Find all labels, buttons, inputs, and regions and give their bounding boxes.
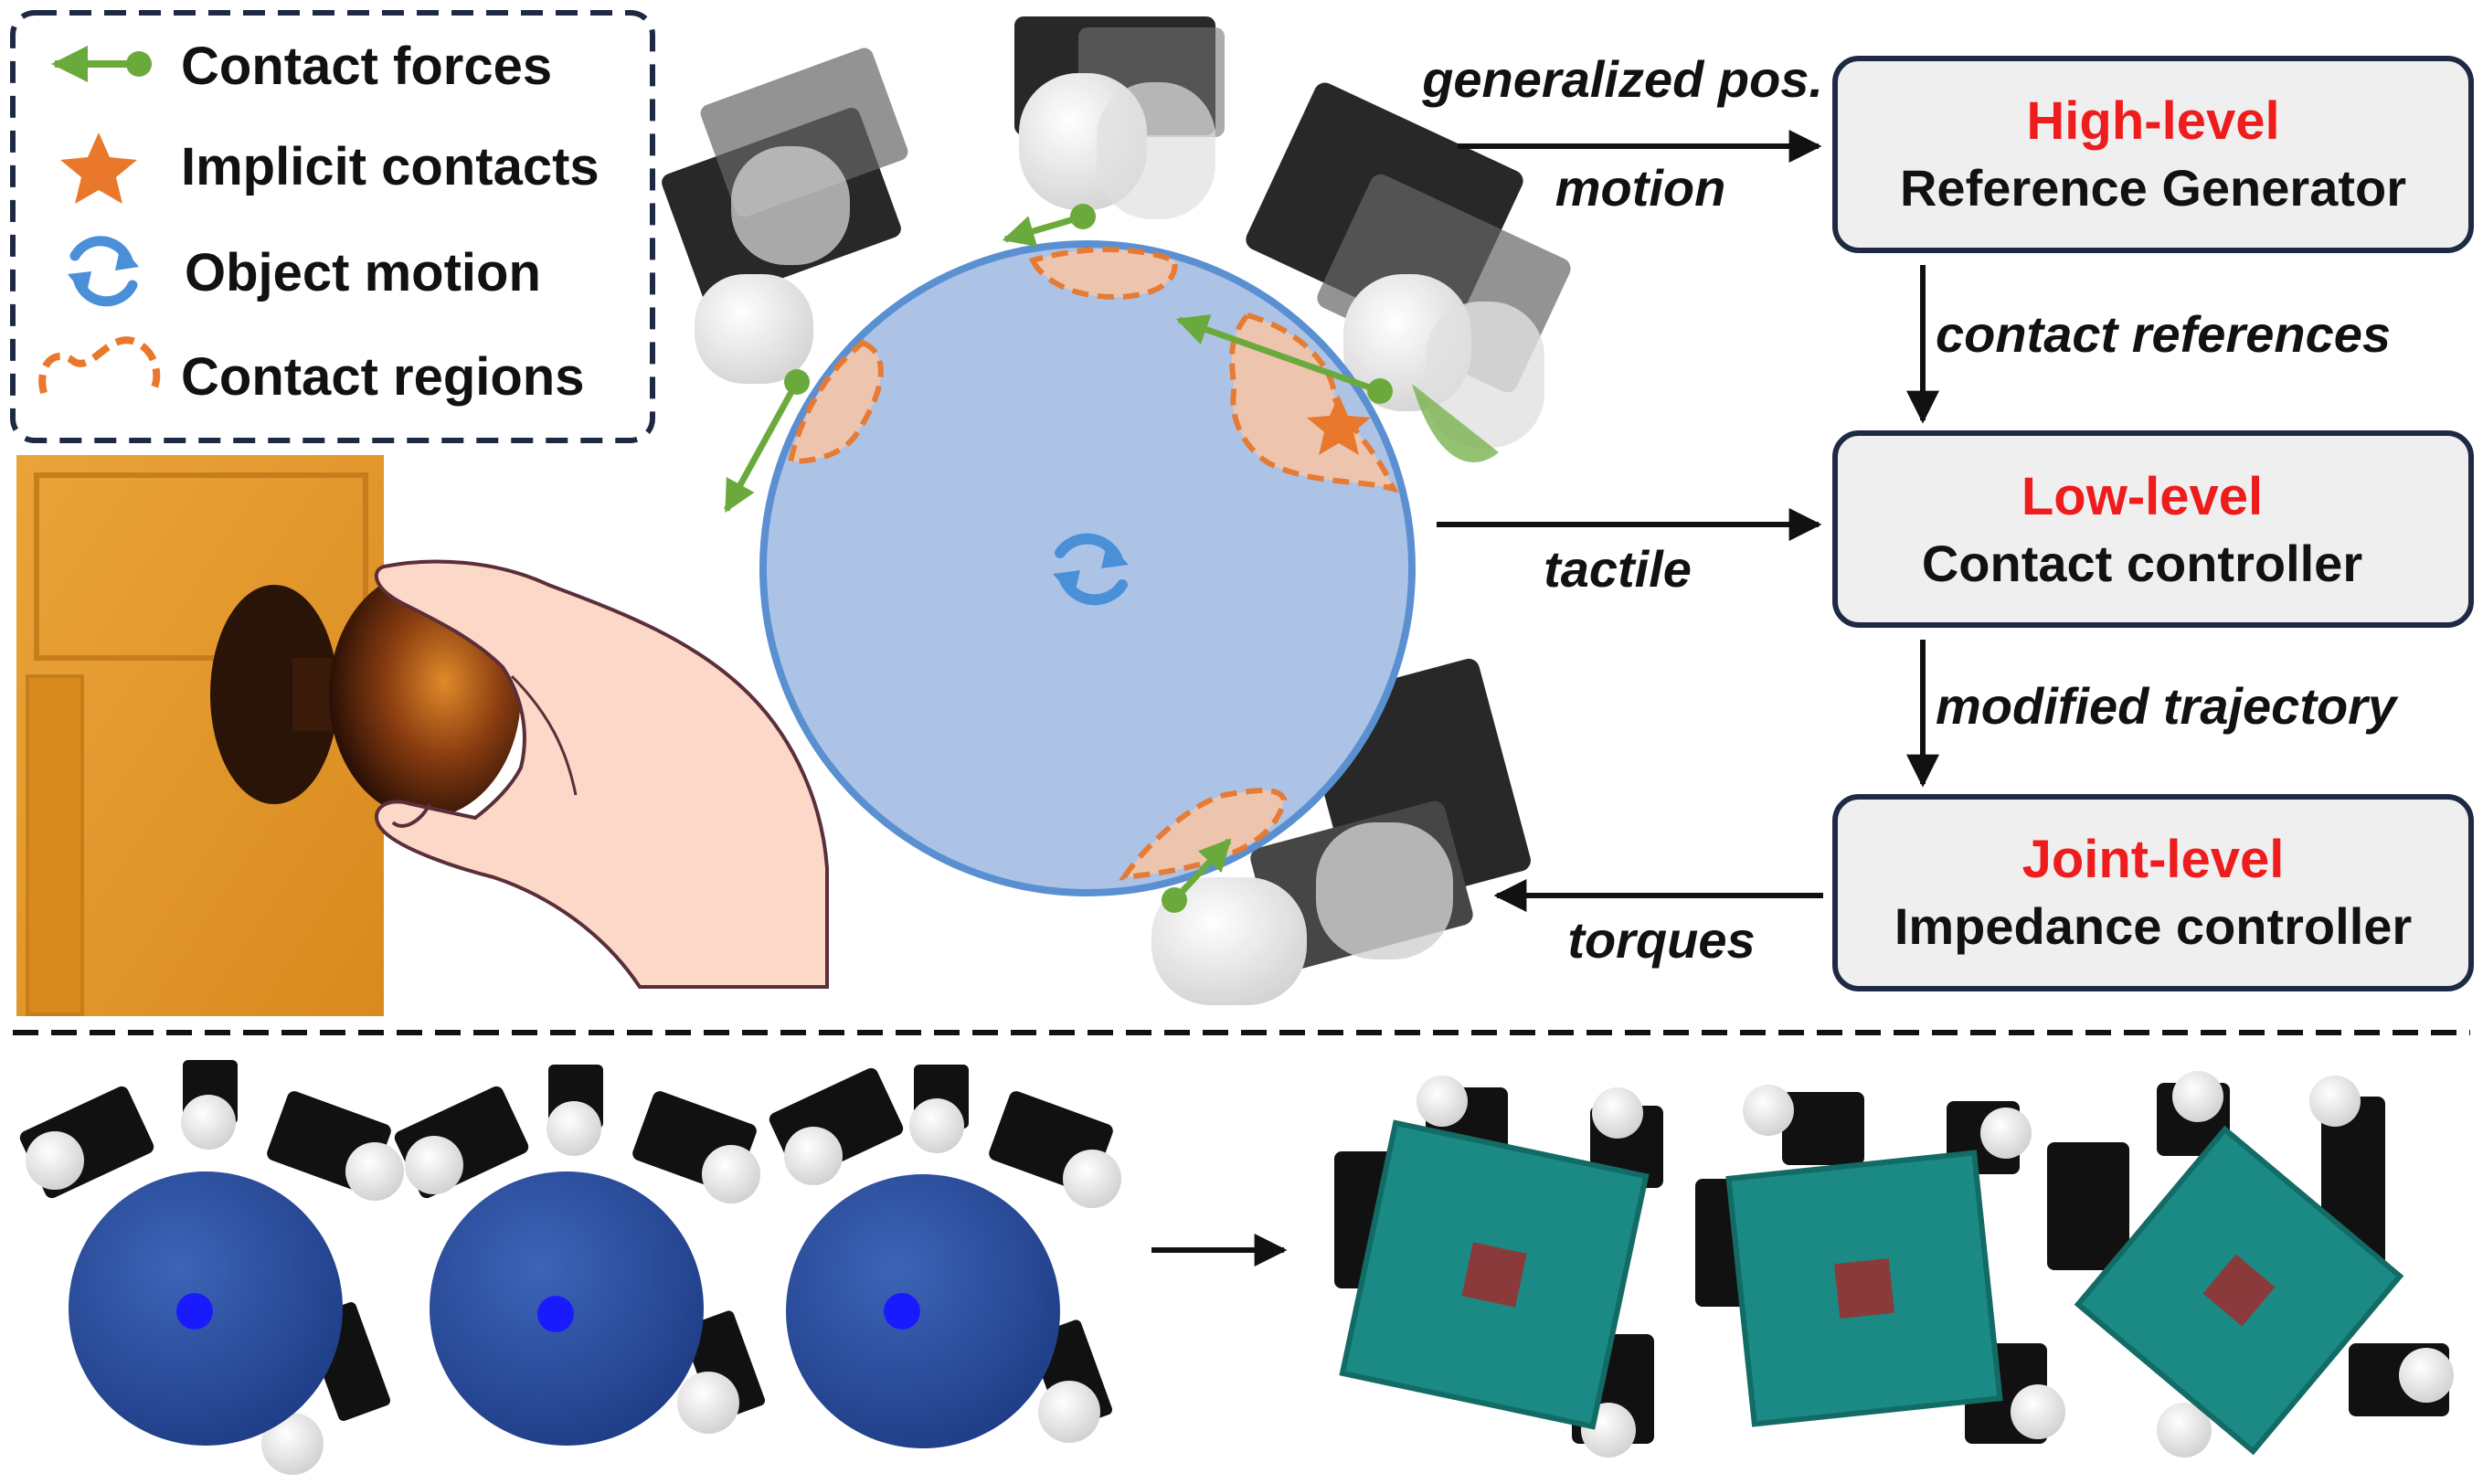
controller-low-level-box: Low-level Contact controller (1832, 430, 2474, 628)
legend: Contact forces Implicit contacts Object … (10, 10, 655, 443)
robot-finger-top (1014, 16, 1225, 219)
robot-finger-top-left (662, 48, 908, 384)
low-level-subtitle: Contact controller (1922, 535, 2362, 592)
robot-finger-bottom (1151, 658, 1531, 1005)
star-icon (60, 132, 137, 204)
label-tactile: tactile (1544, 540, 1692, 598)
cube-frame-3 (2047, 1071, 2454, 1458)
legend-label-object-motion: Object motion (185, 243, 541, 302)
high-level-title: High-level (2026, 91, 2279, 151)
sphere-sequence (19, 1060, 1121, 1475)
door-knob-hand-illustration (16, 455, 829, 1016)
joint-level-title: Joint-level (2022, 830, 2285, 889)
force-arrow-icon (51, 46, 152, 82)
controller-high-level-box: High-level Reference Generator (1832, 56, 2474, 253)
label-torques: torques (1567, 911, 1755, 969)
label-motion: motion (1555, 159, 1726, 217)
implicit-contact-star-icon (1307, 395, 1371, 455)
high-level-subtitle: Reference Generator (1900, 159, 2406, 217)
cube-frame-2 (1695, 1085, 2065, 1444)
legend-label-implicit-contacts: Implicit contacts (181, 137, 600, 196)
controller-joint-level-box: Joint-level Impedance controller (1832, 794, 2474, 991)
dashed-region-icon (38, 336, 161, 396)
rotate-icon (68, 236, 139, 307)
cube-sequence (1334, 1071, 2454, 1458)
flow-arrows (1437, 130, 1939, 912)
legend-label-contact-forces: Contact forces (181, 37, 552, 96)
joint-level-subtitle: Impedance controller (1894, 897, 2412, 955)
object-motion-rotate-icon (1053, 533, 1129, 606)
low-level-title: Low-level (2021, 467, 2263, 526)
sphere-frame-3 (769, 1065, 1121, 1448)
cube-frame-1 (1334, 1076, 1663, 1458)
robot-finger-top-right (1246, 82, 1571, 462)
label-generalized-pos: generalized pos. (1421, 50, 1823, 108)
legend-label-contact-regions: Contact regions (181, 347, 585, 407)
object-sphere-diagram (662, 16, 1571, 1005)
label-contact-references: contact references (1936, 305, 2391, 363)
sphere-frame-2 (394, 1065, 766, 1446)
label-modified-trajectory: modified trajectory (1936, 677, 2399, 735)
sphere-frame-1 (19, 1060, 404, 1475)
contact-force-arrows (723, 204, 1393, 913)
